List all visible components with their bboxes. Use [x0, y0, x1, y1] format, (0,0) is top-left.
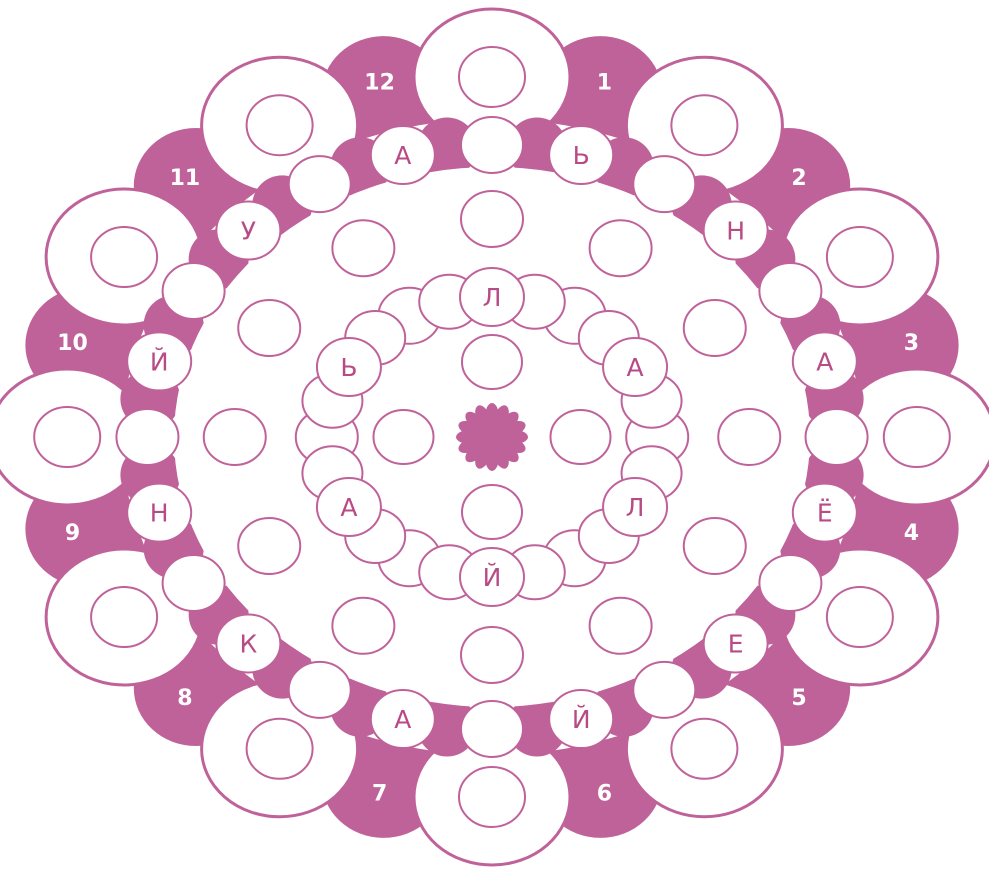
- ring-cell[interactable]: [759, 555, 821, 611]
- outer-cell[interactable]: [459, 47, 525, 107]
- sector-number: 1: [597, 71, 612, 96]
- given-letter: Й: [572, 705, 591, 734]
- sector-number: 6: [597, 781, 612, 806]
- ring-cell[interactable]: [759, 263, 821, 319]
- ring-cell[interactable]: [163, 263, 225, 319]
- spoke-cell[interactable]: [718, 409, 780, 465]
- spoke-cell[interactable]: [374, 410, 434, 464]
- ring-cell[interactable]: [163, 555, 225, 611]
- given-letter: Л: [626, 493, 645, 522]
- spoke-cell[interactable]: [590, 220, 652, 276]
- given-letter: Ь: [573, 141, 590, 170]
- given-letter: У: [241, 217, 256, 246]
- spoke-cell[interactable]: [462, 335, 522, 389]
- given-letter: Й: [150, 347, 169, 376]
- sector-number: 2: [791, 166, 806, 191]
- outer-cell[interactable]: [827, 227, 893, 287]
- given-letter: К: [239, 629, 257, 658]
- spoke-cell[interactable]: [238, 300, 300, 356]
- outer-cell[interactable]: [884, 407, 950, 467]
- sector-number: 8: [177, 686, 192, 711]
- ring-cell[interactable]: [289, 156, 351, 212]
- spoke-cell[interactable]: [461, 627, 523, 683]
- sector-number: 12: [364, 71, 395, 96]
- flower-core: [478, 423, 506, 451]
- flower-icon: [456, 403, 528, 471]
- sector-number: 5: [791, 686, 806, 711]
- spoke-cell[interactable]: [332, 598, 394, 654]
- outer-cell[interactable]: [91, 227, 157, 287]
- ring-cell[interactable]: [461, 117, 523, 173]
- outer-cell[interactable]: [91, 587, 157, 647]
- given-letter: Н: [150, 499, 169, 528]
- ring-cell[interactable]: [633, 156, 695, 212]
- given-letter: А: [627, 353, 644, 382]
- ring-cell[interactable]: [289, 662, 351, 718]
- ring-cell[interactable]: [633, 662, 695, 718]
- given-letter: А: [340, 493, 357, 522]
- sector-number: 4: [904, 521, 919, 546]
- outer-cell[interactable]: [671, 95, 737, 155]
- spoke-cell[interactable]: [462, 485, 522, 539]
- outer-cell[interactable]: [671, 719, 737, 779]
- given-letter: Й: [483, 563, 502, 592]
- outer-cell[interactable]: [247, 719, 313, 779]
- spoke-cell[interactable]: [204, 409, 266, 465]
- given-letter: Н: [726, 217, 745, 246]
- outer-cell[interactable]: [247, 95, 313, 155]
- spoke-cell[interactable]: [461, 191, 523, 247]
- sector-number: 9: [65, 521, 80, 546]
- outer-cell[interactable]: [34, 407, 100, 467]
- given-letter: А: [816, 347, 833, 376]
- sector-number: 3: [904, 331, 919, 356]
- spoke-cell[interactable]: [238, 518, 300, 574]
- outer-cell[interactable]: [459, 767, 525, 827]
- spoke-cell[interactable]: [551, 410, 611, 464]
- spoke-cell[interactable]: [590, 598, 652, 654]
- given-letter: А: [394, 705, 411, 734]
- ring-cell[interactable]: [806, 409, 868, 465]
- sector-number: 10: [57, 331, 88, 356]
- sector-number: 7: [372, 781, 387, 806]
- sector-number: 11: [170, 166, 201, 191]
- spoke-cell[interactable]: [684, 300, 746, 356]
- outer-cell[interactable]: [827, 587, 893, 647]
- given-letter: Е: [728, 629, 744, 658]
- ring-cell[interactable]: [116, 409, 178, 465]
- given-letter: Ь: [340, 353, 357, 382]
- given-letter: А: [394, 141, 411, 170]
- spoke-cell[interactable]: [332, 220, 394, 276]
- spoke-cell[interactable]: [684, 518, 746, 574]
- ring-cell[interactable]: [461, 701, 523, 757]
- given-letter: Л: [483, 283, 502, 312]
- given-letter: Ё: [817, 499, 833, 528]
